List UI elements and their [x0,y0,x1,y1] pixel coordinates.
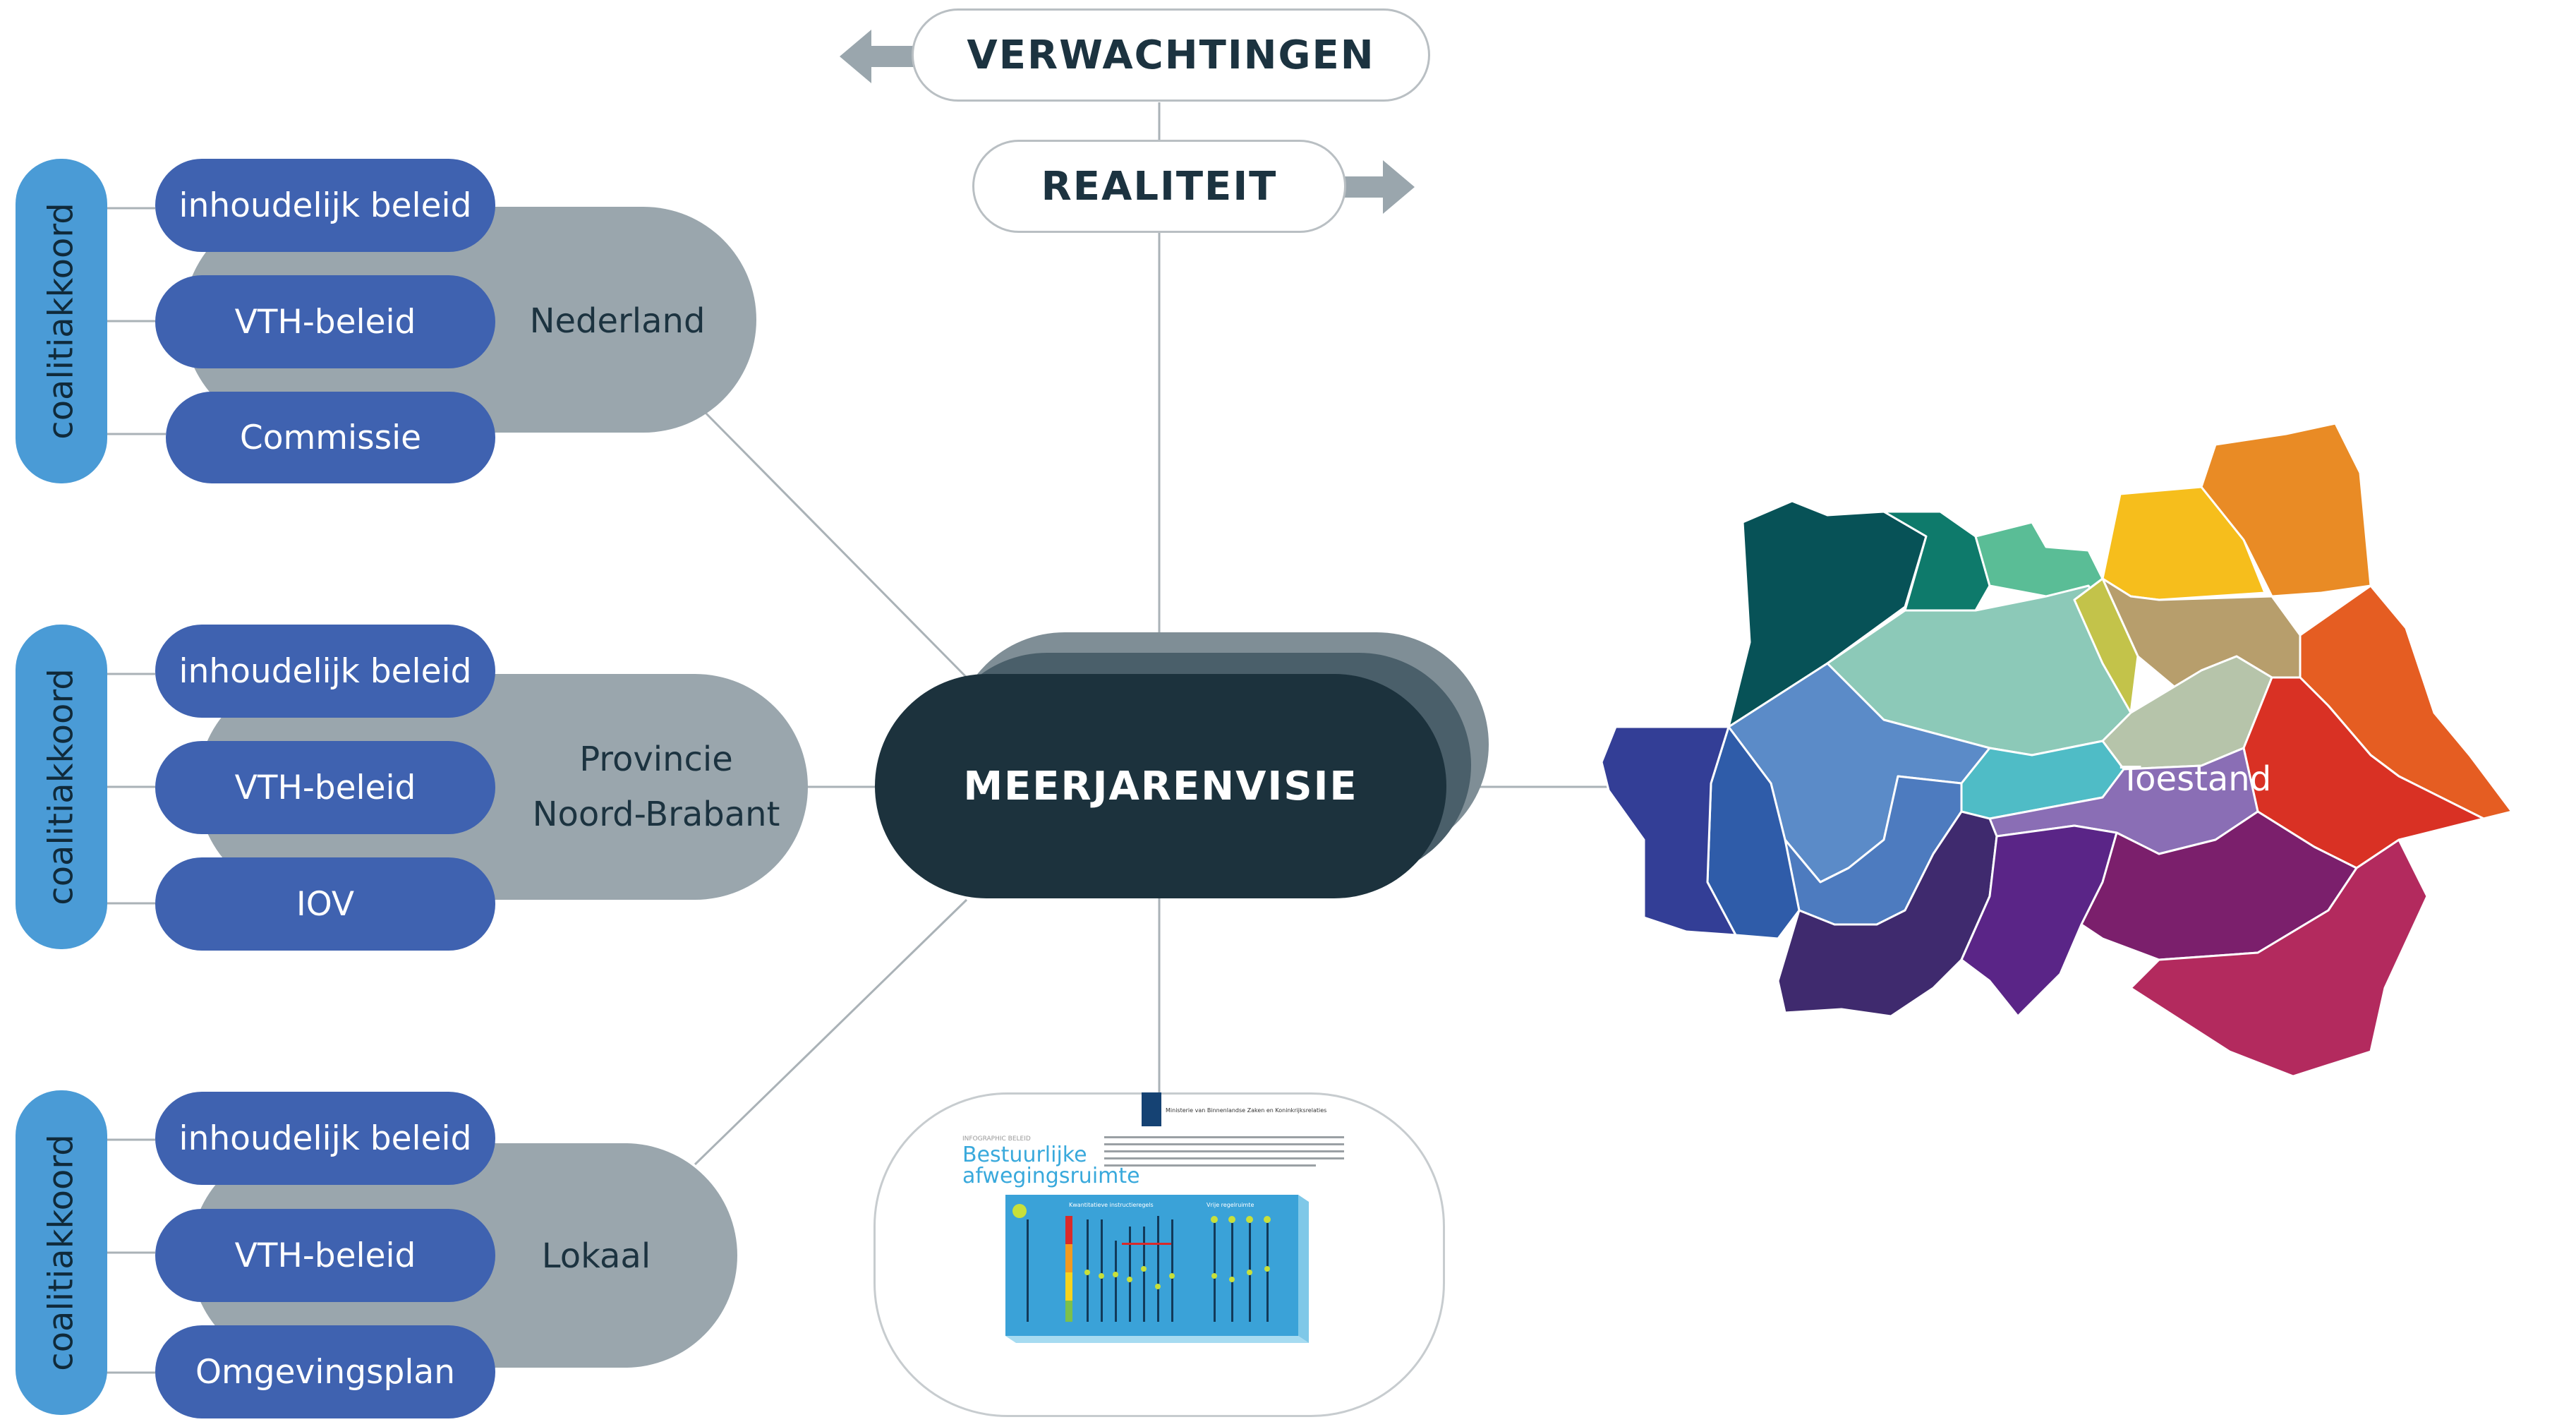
document-panel [1005,1195,1298,1336]
document-col-right: Vrije regelruimte [1207,1202,1254,1208]
map-region [1600,725,1737,936]
map-label: Toestand [2120,759,2271,799]
pill-omgevingsplan: Omgevingsplan [155,1325,495,1418]
document-kicker: INFOGRAPHIC BELEID [962,1135,1031,1143]
pill-iov: IOV [155,857,495,951]
document-title-line1: Bestuurlijke [962,1143,1087,1167]
sidebar-coalition-lokaal: coalitiakkoord [16,1090,107,1415]
document-org: Ministerie van Binnenlandse Zaken en Kon… [1166,1107,1326,1114]
arrow-left-icon [840,30,931,83]
pill-inhoudelijk-beleid: inhoudelijk beleid [155,159,495,252]
pill-vth-beleid: VTH-beleid [155,741,495,834]
expectations-pill: VERWACHTINGEN [912,8,1430,102]
map-region [2200,422,2372,598]
reality-label: REALITEIT [1041,163,1278,210]
sidebar-coalition-provincie: coalitiakkoord [16,625,107,949]
pill-commissie: Commissie [166,392,495,483]
map-region [2129,838,2429,1078]
level-label-nederland: Nederland [529,301,706,341]
sidebar-label: coalitiakkoord [42,668,82,905]
document-title-line2: afwegingsruimte [962,1164,1140,1188]
reality-pill: REALITEIT [972,140,1346,233]
pill-inhoudelijk-beleid: inhoudelijk beleid [155,625,495,718]
sidebar-label: coalitiakkoord [42,203,82,440]
pill-vth-beleid: VTH-beleid [155,1209,495,1302]
map-region [2073,577,2139,714]
level-label-lokaal: Lokaal [541,1236,651,1276]
center-pill: MEERJARENVISIE [875,674,1446,898]
document-col-left: Kwantitatieve instructieregels [1069,1202,1154,1208]
region-map: Toestand [1600,422,2513,1078]
sidebar-label: coalitiakkoord [42,1134,82,1371]
map-region [1882,510,1991,612]
sidebar-coalition-nederland: coalitiakkoord [16,159,107,483]
level-label-provincie: Provincie Noord-Brabant [532,740,780,834]
infographic-thumbnail: Ministerie van Binnenlandse Zaken en Kon… [962,1092,1344,1343]
pill-inhoudelijk-beleid: inhoudelijk beleid [155,1092,495,1185]
center-title: MEERJARENVISIE [963,763,1358,809]
pill-vth-beleid: VTH-beleid [155,275,495,368]
government-logo [1142,1092,1161,1126]
document-paragraph [1104,1136,1344,1167]
expectations-label: VERWACHTINGEN [967,32,1375,78]
arrow-right-icon [1341,160,1415,214]
map-region [1960,824,2118,1018]
